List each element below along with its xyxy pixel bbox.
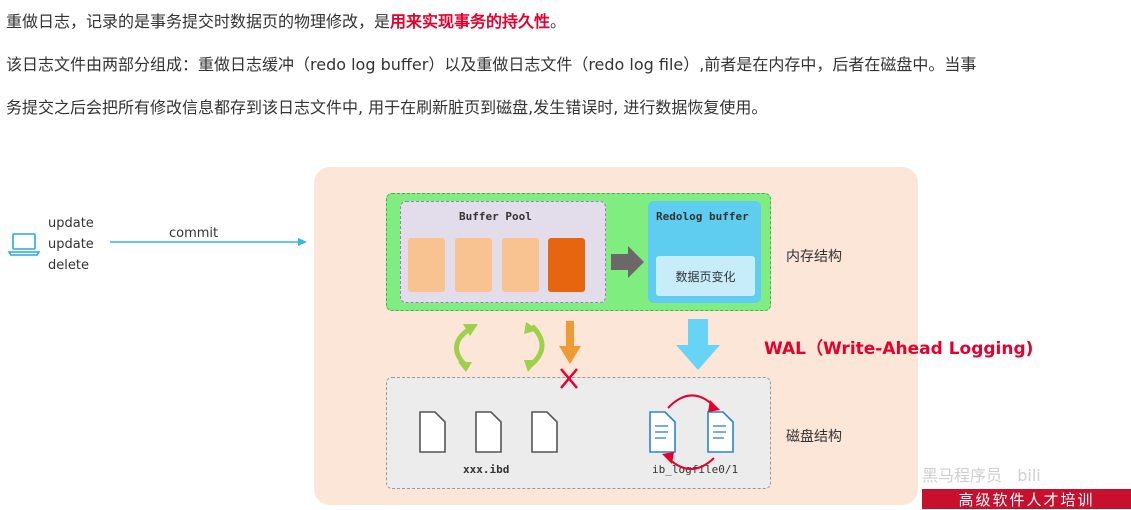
gray-arrow-right-icon <box>611 246 644 278</box>
laptop-icon <box>7 233 41 256</box>
green-arrow-head <box>524 360 538 372</box>
watermark-banner: 高级软件人才培训 <box>922 489 1131 509</box>
green-arrow-head <box>524 322 538 334</box>
orange-down-arrow-icon <box>559 321 581 364</box>
ibd-file-icon <box>419 411 558 453</box>
redolog-buffer-title: Redolog buffer <box>656 210 749 223</box>
memory-structure-label: 内存结构 <box>786 249 842 265</box>
red-x-icon <box>560 368 578 389</box>
log-file-lines <box>655 425 726 439</box>
blue-down-arrow-icon <box>676 319 720 370</box>
watermark-logo: 黑马程序员 bili <box>922 466 1041 485</box>
paragraph-line-1: 重做日志，记录的是事务提交时数据页的物理修改，是用来实现事务的持久性。 <box>6 8 566 32</box>
data-page <box>502 238 539 292</box>
red-arrow-head <box>662 452 674 464</box>
paragraph-line-3: 务提交之后会把所有修改信息都存到该日志文件中, 用于在刷新脏页到磁盘,发生错误时… <box>6 98 768 117</box>
op-delete: delete <box>48 258 89 273</box>
op-update-1: update <box>48 216 94 231</box>
data-page <box>408 238 445 292</box>
disk-structure-zone <box>386 377 771 489</box>
buffer-pool-title: Buffer Pool <box>459 210 532 223</box>
line1-highlight: 用来实现事务的持久性 <box>390 12 551 31</box>
commit-label: commit <box>169 226 219 241</box>
ibd-file-label: xxx.ibd <box>463 463 510 476</box>
wal-label: WAL（Write-Ahead Logging) <box>764 339 1034 359</box>
red-arrow-head <box>708 400 720 412</box>
green-arrow-head <box>458 362 472 372</box>
data-page <box>455 238 492 292</box>
redolog-note: 数据页变化 <box>656 256 755 296</box>
disk-structure-label: 磁盘结构 <box>786 429 842 445</box>
line1-text: 重做日志，记录的是事务提交时数据页的物理修改，是 <box>6 12 391 31</box>
green-arrow-head <box>463 324 478 336</box>
paragraph-line-2: 该日志文件由两部分组成：重做日志缓冲（redo log buffer）以及重做日… <box>6 55 977 74</box>
line1-end: 。 <box>550 12 567 31</box>
op-update-2: update <box>48 237 94 252</box>
dirty-data-page <box>548 238 585 292</box>
commit-arrow <box>110 238 307 246</box>
